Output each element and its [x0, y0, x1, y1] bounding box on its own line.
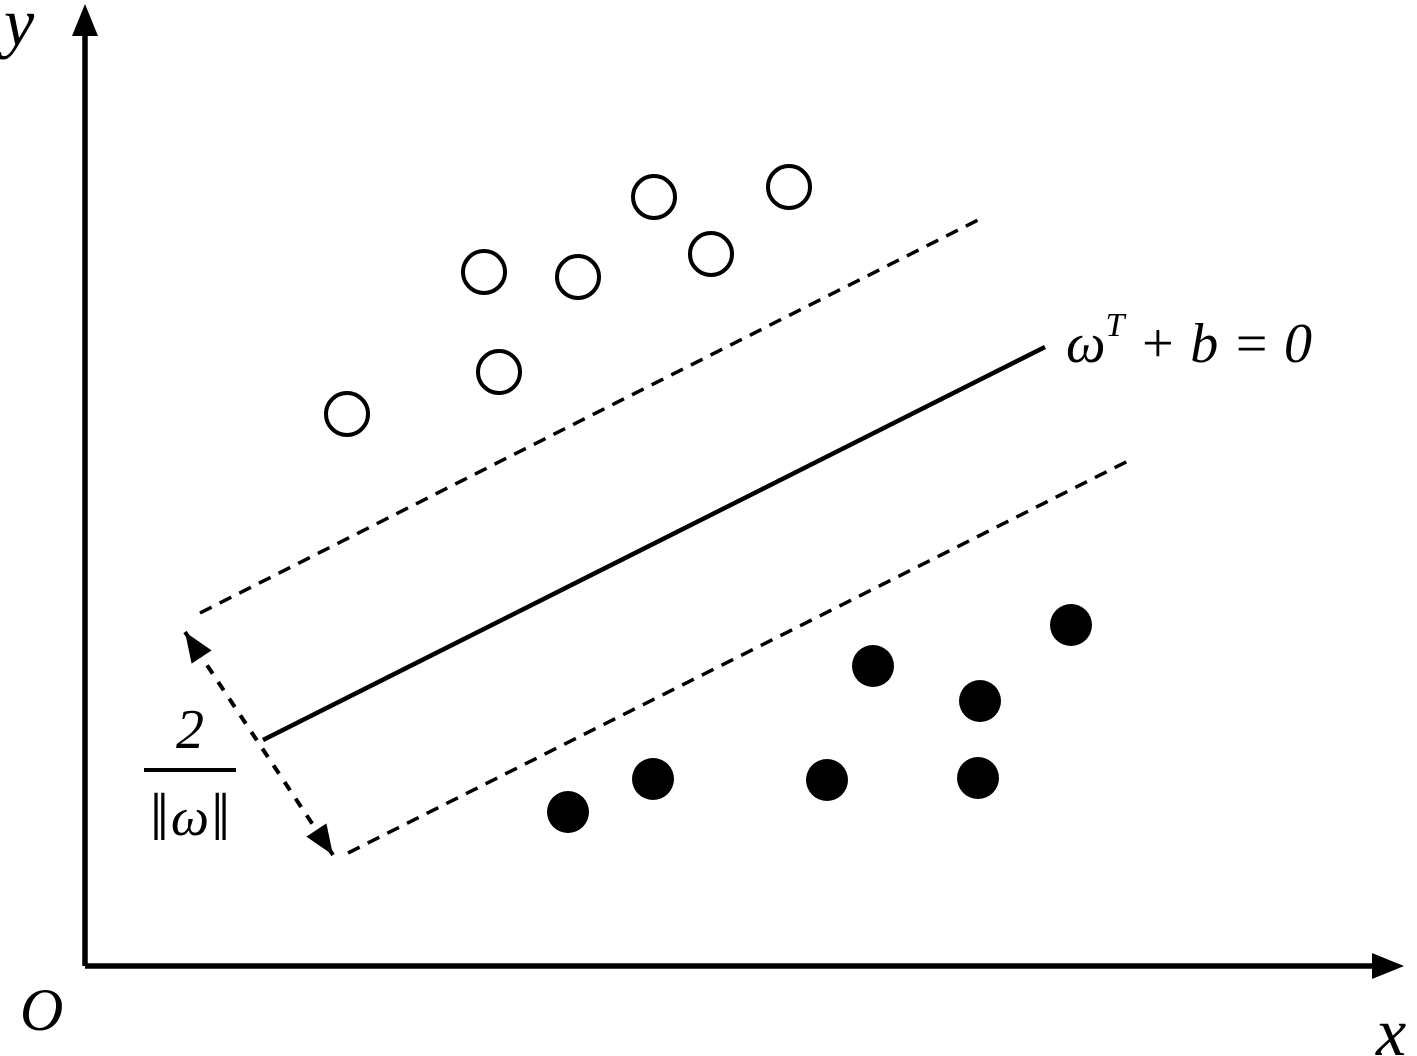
- norm-bar-left-icon: ‖: [149, 779, 169, 855]
- filled-class-point: [1050, 604, 1092, 646]
- filled-class-point: [547, 791, 589, 833]
- margin-width-arrow-line: [183, 630, 335, 857]
- norm-bar-right-icon: ‖: [211, 779, 231, 855]
- open-class-point: [476, 349, 522, 395]
- open-class-point: [766, 164, 812, 210]
- open-class-point: [324, 391, 370, 437]
- filled-class-point: [959, 680, 1001, 722]
- open-class-point: [555, 254, 601, 300]
- margin-width-arrowhead-upper-icon: [185, 632, 212, 664]
- origin-label: O: [20, 977, 64, 1043]
- margin-width-fraction: 2 ‖ ω ‖: [138, 700, 242, 856]
- equation-superscript: T: [1105, 307, 1125, 344]
- open-class-point: [631, 174, 677, 220]
- open-class-point: [461, 249, 507, 295]
- fraction-bar: [144, 768, 236, 772]
- filled-class-point: [806, 759, 848, 801]
- equation-omega: ω: [1066, 313, 1106, 375]
- filled-class-point: [957, 757, 999, 799]
- upper-margin-line: [199, 216, 983, 615]
- separating-hyperplane-line: [261, 344, 1047, 743]
- x-axis-label: x: [1376, 994, 1407, 1056]
- margin-width-denominator: ‖ ω ‖: [138, 778, 242, 856]
- x-axis-arrowhead-icon: [1372, 953, 1404, 979]
- margin-width-arrowhead-lower-icon: [306, 823, 333, 855]
- y-axis-arrowhead-icon: [72, 4, 98, 36]
- lower-margin-line: [347, 458, 1131, 855]
- filled-class-point: [632, 758, 674, 800]
- omega-symbol: ω: [170, 787, 210, 847]
- y-axis-label: y: [4, 0, 35, 60]
- hyperplane-equation: ωT + b = 0: [1066, 307, 1313, 380]
- open-class-point: [688, 231, 734, 277]
- filled-class-point: [852, 645, 894, 687]
- margin-width-numerator: 2: [176, 699, 204, 761]
- equation-rest: + b = 0: [1124, 313, 1313, 375]
